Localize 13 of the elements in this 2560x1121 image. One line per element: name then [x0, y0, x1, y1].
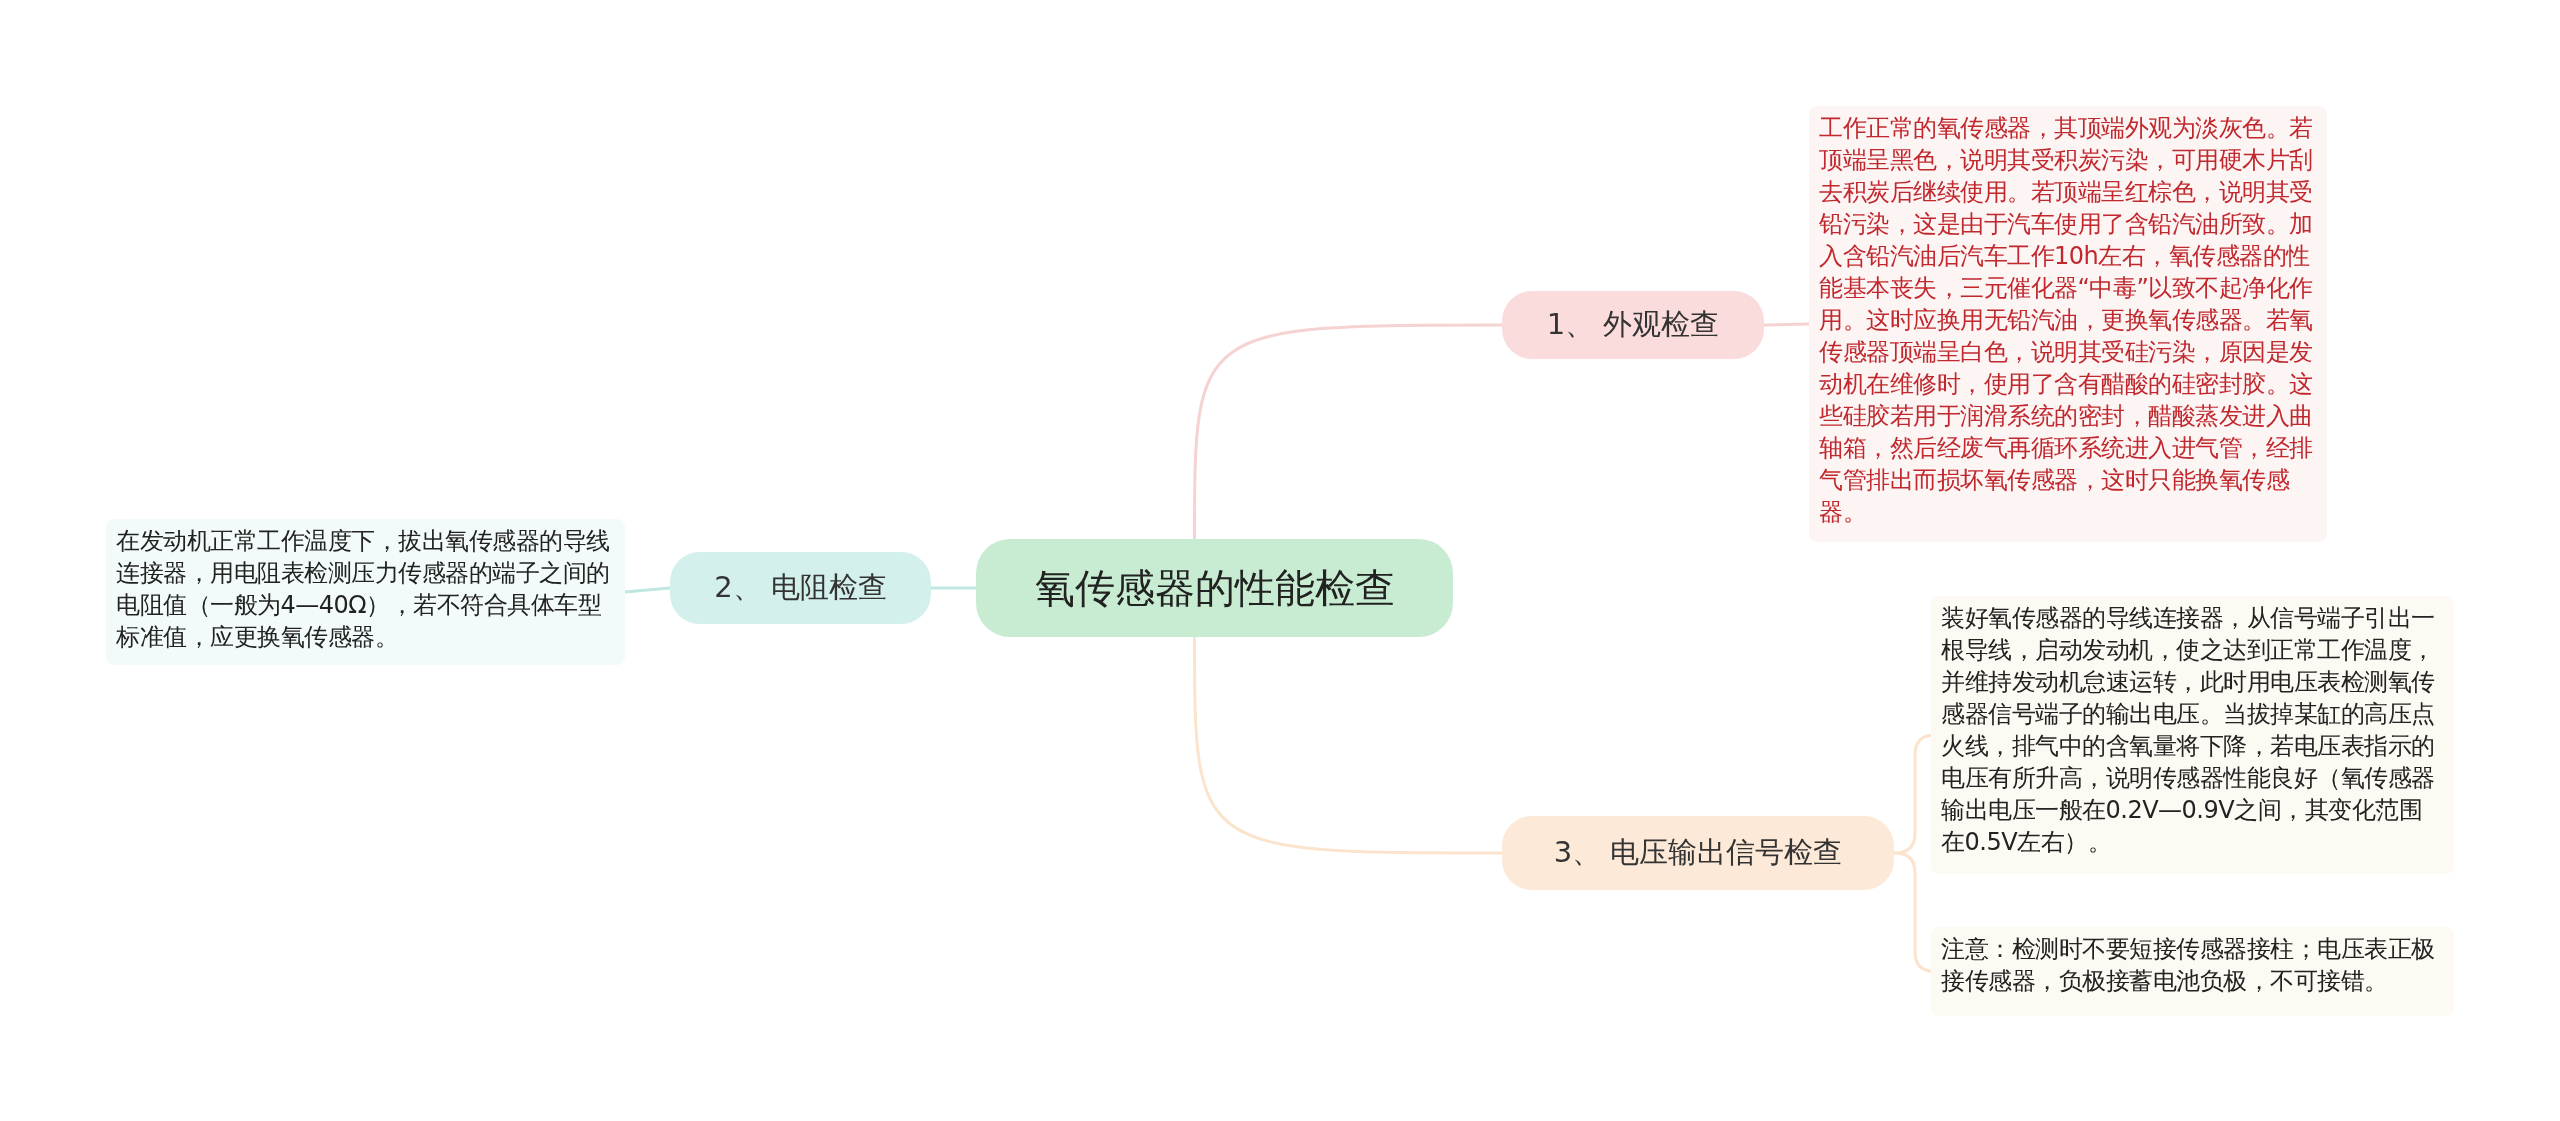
connector-line	[1763, 322, 1810, 327]
connector-line	[1193, 637, 1502, 855]
topic-box: 3、 电压输出信号检查	[1502, 816, 1894, 890]
note-box: 装好氧传感器的导线连接器，从信号端子引出一根导线，启动发动机，使之达到正常工作温度，并维持发动机怠速运转，此时用电压表检测氧传感器信号端子的输出电压。当拔掉某缸的高压点火线，排气中的含氧量将下降，若电压表指示的电压有所升高，说明传感器性能良好（氧传感器输出电压一般在0.2V—0.9V之间，其变化范围在0.5V左右）。	[1931, 596, 2454, 874]
connector-line	[931, 586, 976, 590]
connector-line	[1193, 323, 1502, 539]
note-box: 注意：检测时不要短接传感器接柱；电压表正极接传感器，负极接蓄电池负极，不可接错。	[1931, 927, 2454, 1016]
topic-box: 2、 电阻检查	[670, 552, 931, 624]
connector-line	[624, 586, 671, 594]
topic-box: 1、 外观检查	[1502, 291, 1764, 359]
note-box: 在发动机正常工作温度下，拔出氧传感器的导线连接器，用电阻表检测压力传感器的端子之间的电阻值（一般为4—40Ω），若不符合具体车型标准值，应更换氧传感器。	[106, 519, 625, 665]
note-box: 工作正常的氧传感器，其顶端外观为淡灰色。若顶端呈黑色，说明其受积炭污染，可用硬木片刮去积炭后继续使用。若顶端呈红棕色，说明其受铅污染，这是由于汽车使用了含铅汽油所致。加入含铅汽油后汽车工作10h左右，氧传感器的性能基本丧失，三元催化器“中毒”以致不起净化作用。这时应换用无铅汽油，更换氧传感器。若氧传感器顶端呈白色，说明其受硅污染，原因是发动机在维修时，使用了含有醋酸的硅密封胶。这些硅胶若用于润滑系统的密封，醋酸蒸发进入曲轴箱，然后经废气再循环系统进入进气管，经排气管排出而损坏氧传感器，这时只能换氧传感器。	[1809, 106, 2327, 542]
central-topic: 氧传感器的性能检查	[976, 539, 1453, 637]
